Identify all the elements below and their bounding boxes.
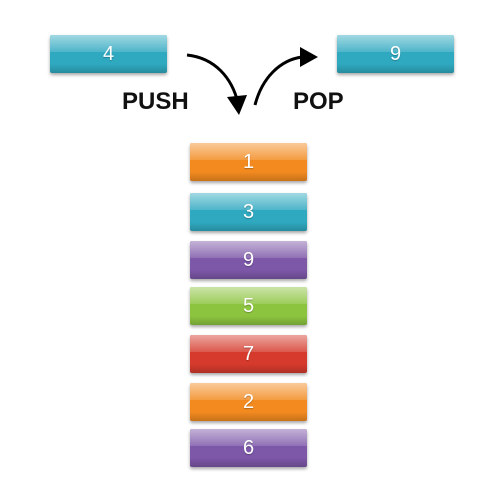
stack-item: 2 [190,383,307,421]
stack-item-value: 2 [242,390,255,413]
push-arrowhead [227,95,247,115]
pop-element-value: 9 [389,42,402,65]
stack-item: 5 [190,287,307,325]
pop-label: POP [293,88,344,115]
stack-item-value: 1 [242,150,255,173]
push-label: PUSH [122,88,189,115]
stack-item-value: 6 [242,436,255,459]
stack-item: 1 [190,143,307,181]
stack-item-value: 7 [242,342,255,365]
stack-item: 9 [190,241,307,279]
push-arrow [186,53,240,104]
pop-element-block: 9 [337,35,454,73]
stack-item-value: 3 [242,200,255,223]
stack-item-value: 5 [242,294,255,317]
stack-item: 6 [190,429,307,467]
stack-item: 7 [190,335,307,373]
pop-arrow [253,55,303,106]
push-element-block: 4 [50,35,167,73]
stack-item: 3 [190,193,307,231]
push-element-value: 4 [102,42,115,65]
pop-arrowhead [300,47,318,67]
stack-item-value: 9 [242,248,255,271]
